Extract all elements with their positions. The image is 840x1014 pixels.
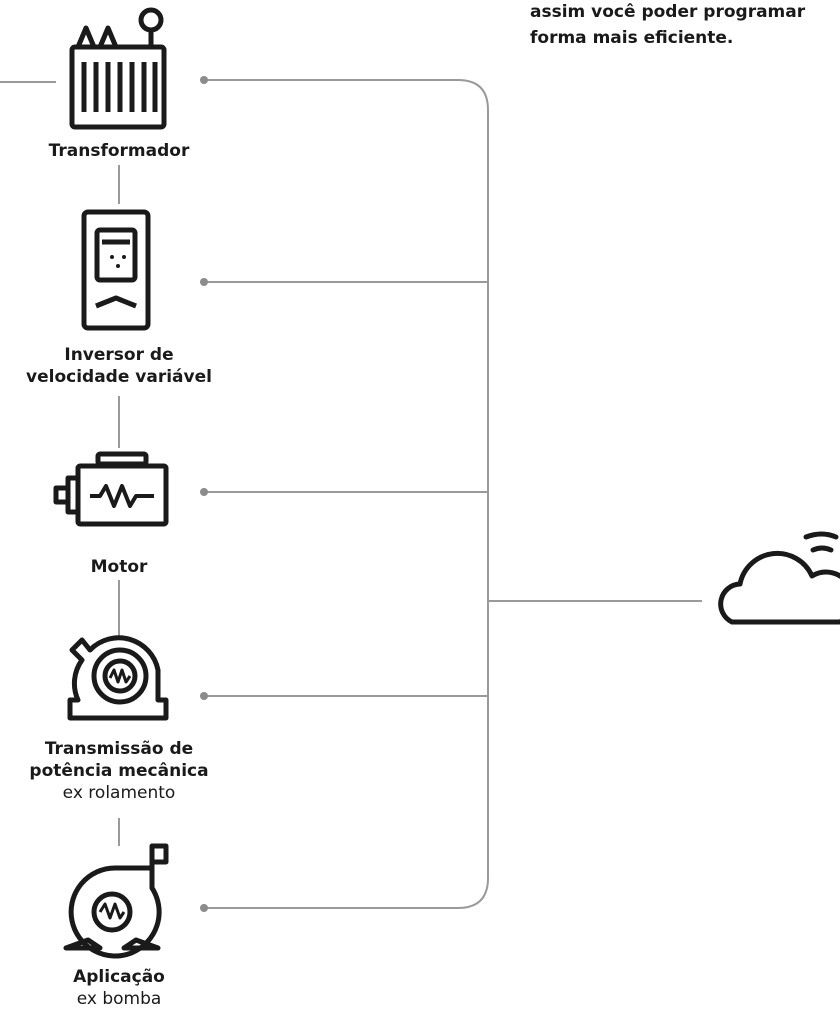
pump-icon [63,843,169,959]
bearing-title-line-1: Transmissão de [44,739,194,759]
intro-line-1: assim você poder programar [530,2,806,22]
connector-lines [0,79,702,909]
label-motor: Motor [20,556,218,578]
label-transformer: Transformador [20,140,218,162]
bearing-title-line-2: potência mecânica [29,761,209,781]
pump-title: Aplicação [73,967,165,987]
intro-text: assim você poder programar forma mais ef… [530,0,840,51]
transformer-title: Transformador [48,141,190,161]
dot-drive [200,278,208,286]
transformer-icon [69,7,167,130]
bus-line [204,79,489,909]
dot-transformer [200,76,208,84]
variable-speed-drive-icon [81,209,151,331]
drive-title-line-2: velocidade variável [26,367,212,387]
pump-subtitle: ex bomba [76,989,162,1009]
dot-motor [200,488,208,496]
bearing-subtitle: ex rolamento [62,783,176,803]
bearing-icon [67,635,169,721]
dot-pump [200,904,208,912]
motor-title: Motor [90,557,148,577]
label-drive: Inversor de velocidade variável [0,344,238,388]
connector-dots [200,76,208,912]
label-bearing: Transmissão de potência mecânica ex rola… [0,738,238,804]
motor-icon [53,451,169,527]
intro-line-2: forma mais eficiente. [530,28,734,48]
label-pump: Aplicação ex bomba [20,966,218,1010]
cloud-wifi-icon [718,531,840,625]
drive-title-line-1: Inversor de [64,345,174,365]
dot-bearing [200,692,208,700]
